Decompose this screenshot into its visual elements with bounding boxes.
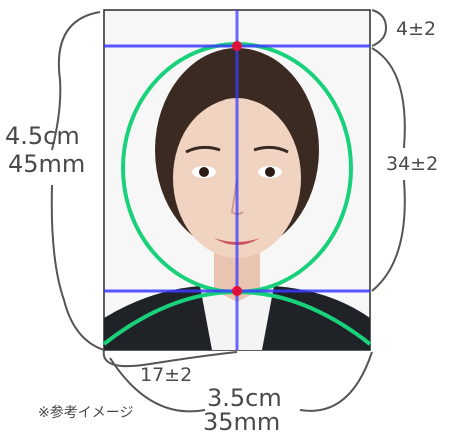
height-bracket (50, 11, 105, 351)
chin-offset-label: 17±2 (140, 364, 193, 386)
left-eyebrow (185, 145, 221, 154)
width-mm-label: 35mm (203, 408, 281, 436)
top-marker-dot (232, 41, 242, 51)
reference-note: ※参考イメージ (38, 405, 134, 421)
chin-offset-bracket (102, 349, 238, 368)
chin-marker-dot (232, 286, 242, 296)
left-pupil (199, 167, 209, 177)
right-eyebrow (253, 145, 289, 154)
top-offset-label: 4±2 (396, 18, 437, 40)
face-height-bracket (371, 47, 406, 292)
height-cm-label: 4.5cm (5, 122, 80, 150)
height-mm-label: 45mm (8, 150, 86, 178)
right-pupil (265, 167, 275, 177)
top-offset-bracket (371, 9, 388, 47)
mouth (214, 238, 260, 245)
width-bracket (109, 351, 373, 413)
width-cm-label: 3.5cm (207, 384, 282, 412)
hair-fringe (173, 62, 301, 160)
face-height-label: 34±2 (386, 153, 439, 175)
